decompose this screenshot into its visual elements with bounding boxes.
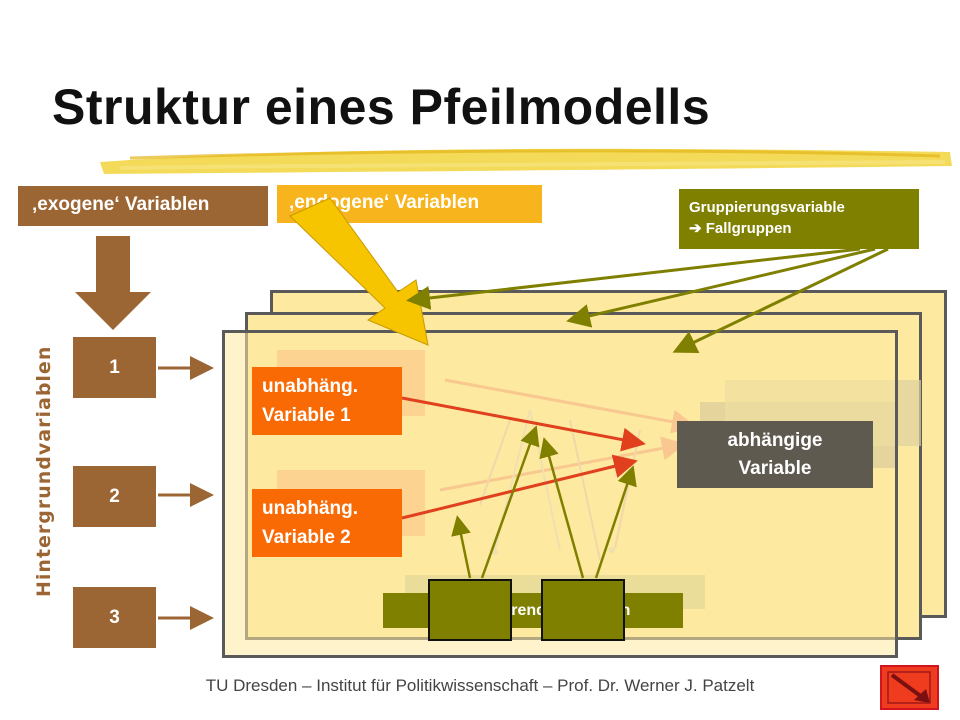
exogenous-variables-label: ‚exogene‘ Variablen	[18, 186, 268, 226]
grouping-arrow-back	[406, 247, 861, 310]
intervening-to-iv2-arrow	[451, 515, 472, 579]
iv1-label-line1: unabhäng.	[262, 376, 359, 397]
grouping-arrow-front	[672, 247, 889, 354]
intervening-variable-box-2	[541, 579, 625, 641]
iv2-label-line1: unabhäng.	[262, 498, 359, 519]
exogenous-down-arrow	[75, 236, 151, 330]
iv2-to-dv-arrow	[401, 454, 638, 520]
background-level-3: 3	[73, 587, 156, 648]
dependent-variable: abhängige Variable	[677, 421, 873, 488]
title-underline-brush	[100, 148, 952, 174]
nav-arrow-icon	[887, 671, 931, 704]
arrow-right-icon: ➔	[689, 220, 702, 237]
grouping-variable-box: Gruppierungsvariable ➔ Fallgruppen	[679, 189, 919, 249]
case-groups-label: Fallgruppen	[705, 220, 792, 237]
intervening-to-dv-arrow-1	[480, 425, 540, 579]
dv-label-line2: Variable	[738, 458, 812, 479]
grouping-arrow-middle	[566, 247, 876, 328]
endogenous-arrow	[289, 197, 429, 346]
independent-variable-2: unabhäng. Variable 2	[252, 489, 402, 557]
footer-credit: TU Dresden – Institut für Politikwissens…	[205, 676, 755, 695]
page-title: Struktur eines Pfeilmodells	[52, 79, 711, 135]
background-level-2: 2	[73, 466, 156, 527]
independent-variable-1: unabhäng. Variable 1	[252, 367, 402, 435]
intervening-variable-box-1	[428, 579, 512, 641]
background-level-1: 1	[73, 337, 156, 398]
iv2-label-line2: Variable 2	[262, 527, 351, 548]
iv1-to-dv-arrow	[401, 396, 646, 452]
intervening-to-dv-arrow-3	[594, 465, 637, 579]
next-slide-button[interactable]	[880, 665, 939, 710]
dv-label-line1: abhängige	[727, 430, 823, 451]
grouping-variable-label: Gruppierungsvariable	[689, 199, 845, 216]
iv1-label-line2: Variable 1	[262, 405, 351, 426]
intervening-to-dv-arrow-2	[539, 437, 585, 579]
